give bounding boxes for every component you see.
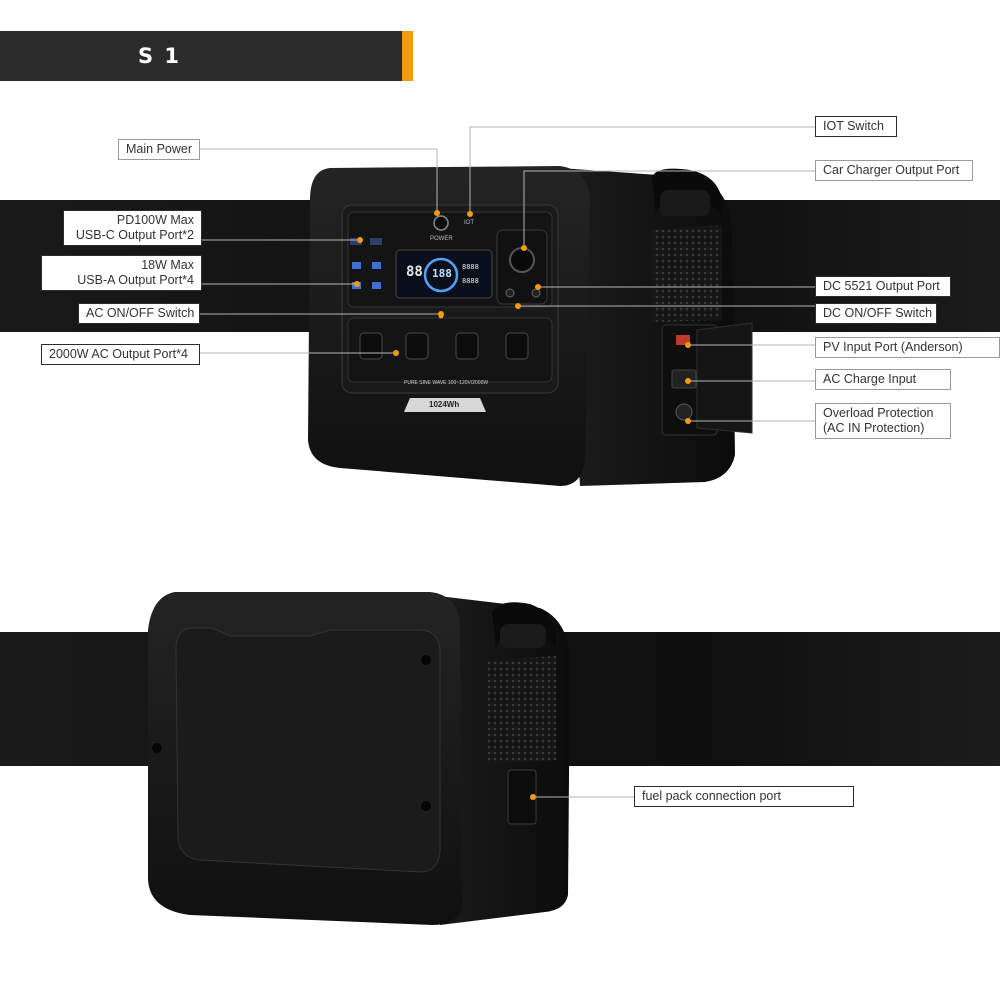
usb-a-port-2 [372, 262, 381, 269]
usb-c-port-1 [350, 238, 362, 245]
usb-a-port-1 [352, 262, 361, 269]
callout-overload: Overload Protection (AC IN Protection) [815, 403, 951, 439]
callout-usb-c: PD100W Max USB-C Output Port*2 [63, 210, 202, 246]
display-left-readout: 88 [406, 264, 423, 280]
car-charger-port [509, 247, 535, 273]
capacity-label: 1024Wh [429, 400, 460, 409]
ac-charge-inlet [671, 369, 697, 389]
display-right-bottom-readout: 8888 [462, 277, 479, 285]
callout-ac-switch: AC ON/OFF Switch [78, 303, 200, 324]
usb-a-port-4 [372, 282, 381, 289]
header-bar [0, 31, 412, 81]
display-center-readout: 188 [432, 267, 452, 280]
callout-main-power: Main Power [118, 139, 200, 160]
callout-car-charger: Car Charger Output Port [815, 160, 973, 181]
callout-fuel-pack: fuel pack connection port [634, 786, 854, 807]
page-title: S 1 [138, 44, 182, 68]
pv-input-port [676, 335, 690, 345]
header-accent [402, 31, 413, 81]
capacity-badge [404, 398, 486, 412]
ac-outlet-4 [505, 332, 529, 360]
rear-inset-panel [175, 627, 441, 873]
device-rear-view [148, 592, 570, 925]
callout-usb-a: 18W Max USB-A Output Port*4 [41, 255, 202, 291]
display-right-top-readout: 8888 [462, 263, 479, 271]
side-cover-door [696, 322, 753, 434]
iot-caption: IOT [464, 220, 474, 226]
callout-dc-switch: DC ON/OFF Switch [815, 303, 937, 324]
side-grill [652, 225, 722, 322]
device-front-view [308, 166, 753, 486]
dc5521-port [505, 288, 515, 298]
usb-c-port-2 [370, 238, 382, 245]
rear-side-grill [488, 656, 556, 764]
callout-dc5521: DC 5521 Output Port [815, 276, 951, 297]
lcd-display [395, 249, 493, 299]
callout-iot-switch: IOT Switch [815, 116, 897, 137]
ac-outlet-2 [405, 332, 429, 360]
main-power-button [433, 215, 449, 231]
callout-pv-input: PV Input Port (Anderson) [815, 337, 1000, 358]
dc-switch [531, 288, 541, 298]
callout-ac-charge: AC Charge Input [815, 369, 951, 390]
panel-wave-text: PURE SINE WAVE 100~120V/2000W [404, 380, 489, 386]
ac-outlet-3 [455, 332, 479, 360]
callout-ac-output: 2000W AC Output Port*4 [41, 344, 200, 365]
overload-breaker [675, 403, 693, 421]
power-caption: POWER [430, 236, 453, 242]
ac-outlet-1 [359, 332, 383, 360]
